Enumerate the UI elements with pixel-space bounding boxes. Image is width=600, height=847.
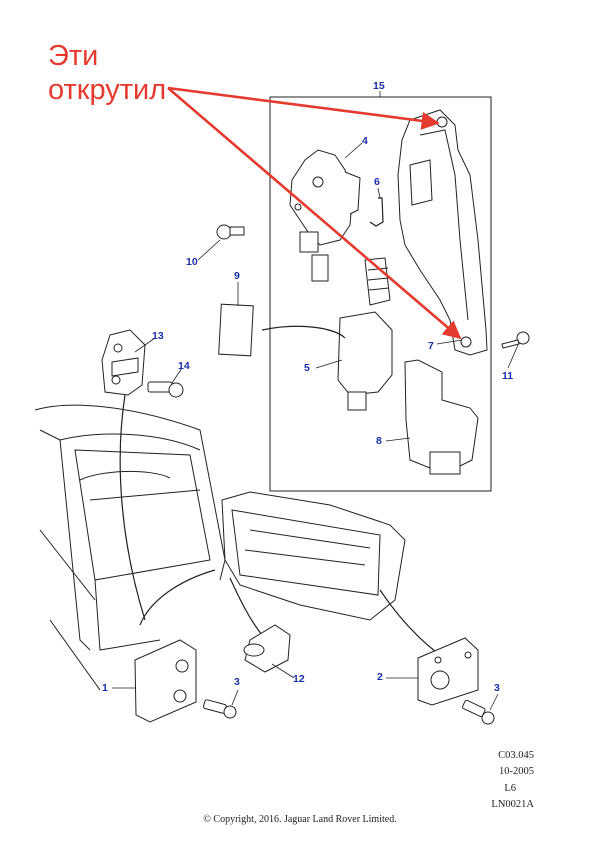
detail-frame [269, 96, 492, 492]
spring-hook [369, 197, 384, 227]
striker-plate-1 [134, 639, 197, 723]
callout-12: 12 [293, 673, 305, 685]
bolt-3b [462, 699, 495, 725]
callout-3b: 3 [494, 682, 500, 694]
callout-6: 6 [374, 176, 380, 188]
callout-3a: 3 [234, 676, 240, 688]
copyright-notice: © Copyright, 2016. Jaguar Land Rover Lim… [203, 814, 397, 825]
latch-plate-2 [417, 637, 479, 706]
meta-ref: LN0021A [491, 799, 534, 810]
callout-14: 14 [178, 360, 190, 372]
callout-10: 10 [186, 256, 198, 268]
tailgate [221, 491, 406, 621]
annotation-line-2: открутил [48, 74, 167, 106]
callout-leaders [112, 142, 519, 711]
callout-13: 13 [152, 330, 164, 342]
arrow-bottom [167, 87, 462, 340]
connector-housing [404, 359, 479, 475]
vehicle-body [34, 404, 226, 691]
meta-model: L6 [504, 783, 516, 794]
meta-date: 10-2005 [499, 766, 534, 777]
callout-7: 7 [428, 340, 434, 352]
callout-15: 15 [373, 80, 385, 92]
arrow-top [167, 86, 440, 130]
bolt-14 [147, 381, 184, 398]
meta-code: C03.045 [498, 750, 534, 761]
bumper-12 [243, 624, 291, 673]
bolt-3a [203, 699, 237, 719]
lock-actuator [337, 257, 393, 411]
screw-11 [501, 331, 530, 349]
screw-10 [216, 224, 245, 240]
latch-mechanism [289, 149, 361, 282]
latch-bracket [397, 109, 488, 356]
connector-lines [119, 325, 441, 656]
annotation-arrows [167, 86, 462, 340]
callout-1: 1 [102, 682, 108, 694]
callout-11: 11 [502, 370, 514, 382]
striker-13 [101, 329, 146, 396]
callout-5: 5 [304, 362, 310, 374]
callout-4: 4 [362, 135, 368, 147]
callout-2: 2 [377, 671, 383, 683]
annotation-line-1: Эти [48, 40, 99, 72]
callout-9: 9 [234, 270, 240, 282]
foam-pad [218, 303, 254, 357]
callout-8: 8 [376, 435, 382, 447]
